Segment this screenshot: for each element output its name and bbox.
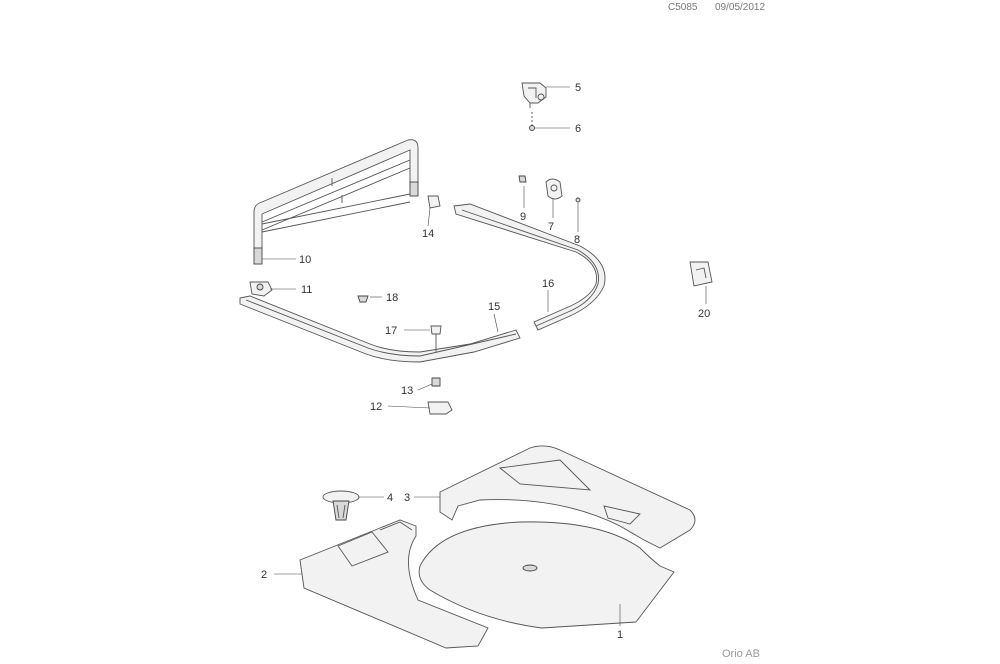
callout-4: 4 xyxy=(387,492,393,504)
callout-9: 9 xyxy=(520,211,526,223)
callout-3: 3 xyxy=(404,492,410,504)
callout-14: 14 xyxy=(422,228,434,240)
callout-1: 1 xyxy=(617,629,623,641)
part-4-rivet xyxy=(322,490,360,521)
callout-11: 11 xyxy=(301,284,312,296)
callout-18: 18 xyxy=(386,292,398,304)
part-7-knob xyxy=(545,178,563,200)
part-6-screw xyxy=(529,112,535,131)
callout-20: 20 xyxy=(698,308,710,320)
part-2-tray xyxy=(299,519,489,649)
callout-6: 6 xyxy=(575,123,581,135)
leader-lines xyxy=(262,86,707,626)
callout-13: 13 xyxy=(401,385,413,397)
callout-labels: 5 6 9 7 8 10 11 14 18 17 15 16 20 13 12 … xyxy=(261,82,710,641)
drawing-date: 09/05/2012 xyxy=(715,2,766,13)
callout-12: 12 xyxy=(370,401,382,413)
part-18-screw xyxy=(357,295,369,303)
part-8-screw xyxy=(575,197,581,203)
part-20-bracket xyxy=(689,261,713,287)
part-9-screw xyxy=(518,175,527,183)
part-15-rail-left xyxy=(239,295,521,363)
part-12-foot xyxy=(427,401,453,415)
callout-2: 2 xyxy=(261,569,267,581)
callout-8: 8 xyxy=(574,234,580,246)
callout-17: 17 xyxy=(385,325,397,337)
callout-10: 10 xyxy=(299,254,311,266)
leader-13 xyxy=(417,383,433,391)
leader-14 xyxy=(427,207,431,227)
part-13-nut xyxy=(431,377,441,387)
callout-16: 16 xyxy=(542,278,554,290)
part-3-tray xyxy=(439,445,696,549)
part-16-rail-right xyxy=(453,203,606,331)
part-14-clip xyxy=(427,195,441,209)
drawing-code: C5085 xyxy=(668,2,698,13)
part-17-plug xyxy=(430,325,442,352)
leader-12 xyxy=(387,405,431,409)
part-10-rail-frame xyxy=(253,139,419,265)
callout-7: 7 xyxy=(548,221,554,233)
part-5-bracket xyxy=(521,82,547,108)
callout-15: 15 xyxy=(488,301,500,313)
brand-label: Orio AB xyxy=(722,648,760,660)
leader-15 xyxy=(493,313,499,333)
callout-5: 5 xyxy=(575,82,581,94)
part-1-base-plate xyxy=(418,521,675,629)
part-11-clip xyxy=(249,281,273,297)
